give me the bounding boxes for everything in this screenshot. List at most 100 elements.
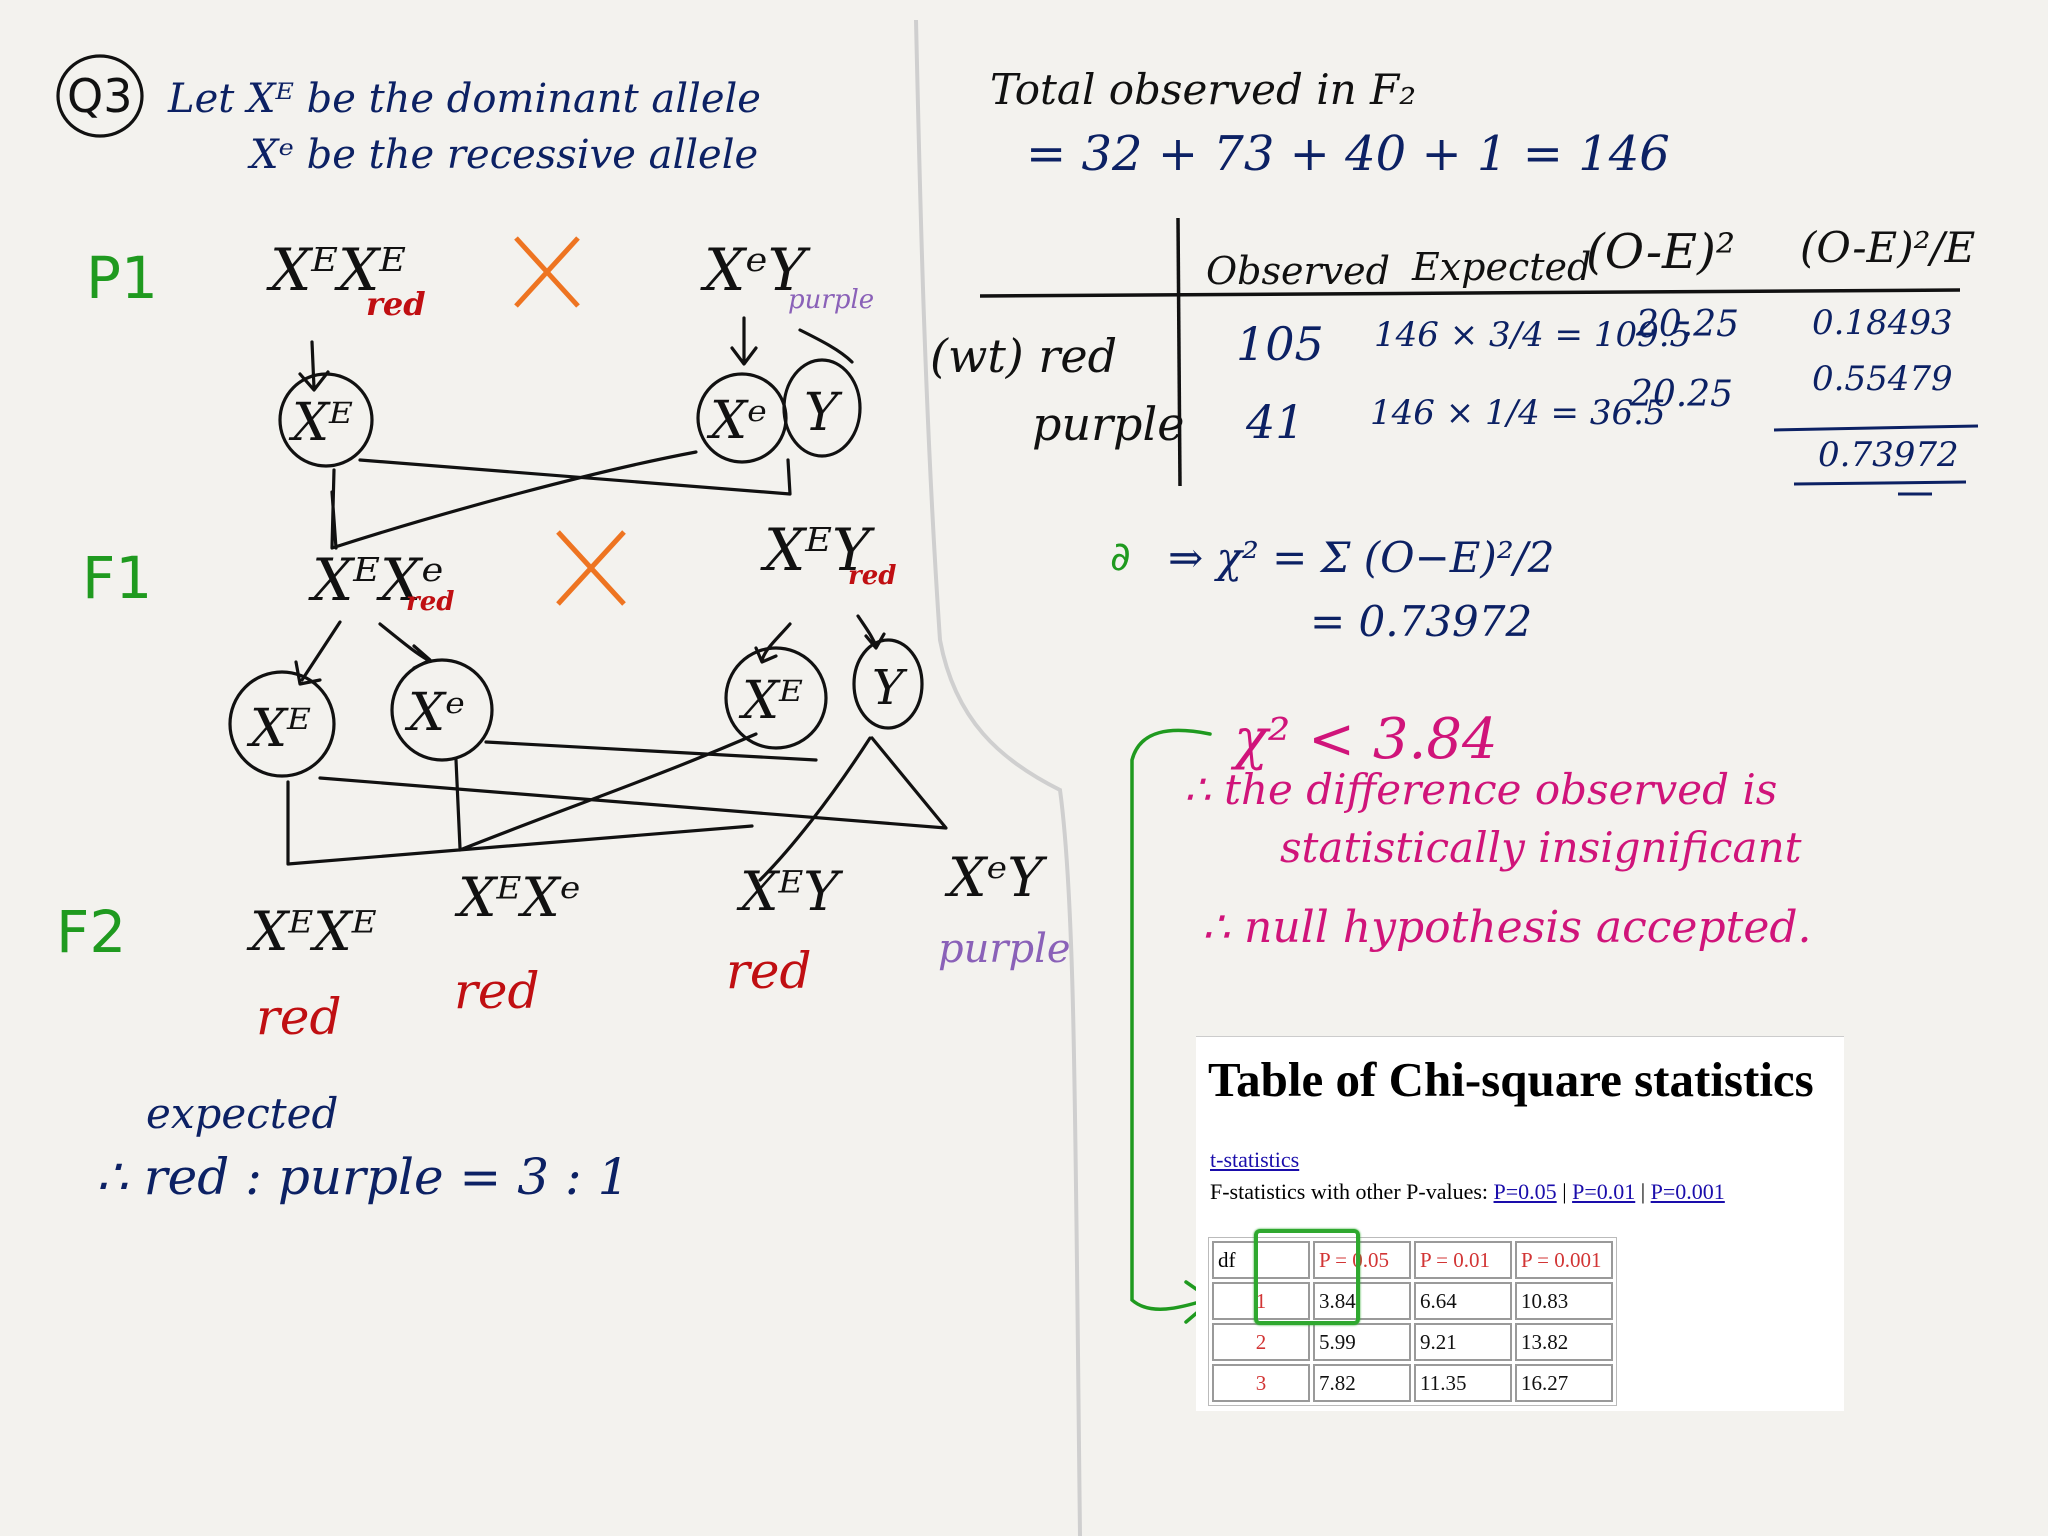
table-rule-horizontal xyxy=(979,288,1961,298)
gamete-circle-f1-xE xyxy=(228,670,336,778)
gamete-p1-xE: Xᴱ xyxy=(288,393,353,453)
separator-2: | xyxy=(1640,1179,1646,1204)
f2-genotype-2: XᴱXᵉ xyxy=(454,866,581,929)
f-statistics-line: F-statistics with other P-values: P=0.05… xyxy=(1210,1179,1725,1205)
gamete-circle-f1-y xyxy=(852,638,924,730)
row-ratio-sum: 0.73972 xyxy=(1818,435,1959,475)
table-header-row: df P = 0.05 P = 0.01 P = 0.001 xyxy=(1212,1241,1613,1279)
table-cell: 5.99 xyxy=(1313,1323,1411,1361)
link-p-0001[interactable]: P=0.001 xyxy=(1650,1179,1725,1204)
col-p-001: P = 0.01 xyxy=(1414,1241,1512,1279)
gamete-circle-f1-xE2 xyxy=(724,646,828,750)
header-ratio: (O-E)²/E xyxy=(1800,223,1975,272)
expected-label: expected xyxy=(146,1089,338,1138)
p1-male: XᵉY xyxy=(700,236,811,304)
row-observed-red: 105 xyxy=(1236,317,1324,371)
row-label-red: (wt) red xyxy=(930,329,1117,383)
highlight-box-3-84 xyxy=(1254,1229,1360,1325)
q3-label: Q3 xyxy=(67,69,132,123)
gen-p1: P1 xyxy=(86,244,158,312)
table-cell: 10.83 xyxy=(1515,1282,1613,1320)
table-row: 1 3.84 6.64 10.83 xyxy=(1212,1282,1613,1320)
conclusion-2: statistically insignificant xyxy=(1280,823,1802,872)
table-cell: 3.84 xyxy=(1313,1282,1411,1320)
f1-female: XᴱXᵉ xyxy=(308,546,444,614)
p1-female-color: red xyxy=(366,285,426,323)
f1-male-color: red xyxy=(848,561,896,591)
row-df: 2 xyxy=(1212,1323,1310,1361)
sum-rule-top xyxy=(1773,424,1979,432)
gamete-f1-xE: Xᴱ xyxy=(246,699,311,759)
chi-square-table-panel: Table of Chi-square statistics t-statist… xyxy=(1196,1036,1844,1411)
gamete-circle-p1-xE xyxy=(278,372,374,468)
expected-ratio: ∴ red : purple = 3 : 1 xyxy=(96,1148,629,1206)
sum-rule-bottom-1 xyxy=(1793,480,1967,486)
let-line-1: Let Xᴱ be the dominant allele xyxy=(167,76,761,122)
f2-color-3: red xyxy=(726,942,812,1000)
row-diffsq-purple: 20.25 xyxy=(1629,374,1733,415)
q3-circle xyxy=(56,54,144,138)
arrow-p1-male xyxy=(730,316,758,366)
table-rule-vertical xyxy=(1176,217,1182,487)
therefore-mark: ∂ xyxy=(1110,534,1131,580)
f2-genotype-3: XᴱY xyxy=(736,860,843,923)
page-divider xyxy=(914,19,1082,1536)
gamete-f1-xe: Xᵉ xyxy=(404,683,465,743)
table-cell: 13.82 xyxy=(1515,1323,1613,1361)
table-cell: 7.82 xyxy=(1313,1364,1411,1402)
total-line-2: = 32 + 73 + 40 + 1 = 146 xyxy=(1026,126,1670,182)
f2-color-2: red xyxy=(454,962,540,1020)
f1-cross xyxy=(556,530,626,606)
table-cell: 16.27 xyxy=(1515,1364,1613,1402)
f1-female-color: red xyxy=(406,587,454,617)
cross-lines-f1 xyxy=(286,732,948,882)
separator-1: | xyxy=(1562,1179,1567,1204)
gamete-f1-y: Y xyxy=(872,660,908,716)
row-ratio-red: 0.18493 xyxy=(1812,303,1953,343)
row-diffsq-red: 20.25 xyxy=(1635,304,1739,345)
total-line-1: Total observed in F₂ xyxy=(990,65,1416,114)
chi-line-1: ⇒ χ² = Σ (O−E)²/2 xyxy=(1168,533,1555,582)
table-row: 3 7.82 11.35 16.27 xyxy=(1212,1364,1613,1402)
conclusion-3: ∴ null hypothesis accepted. xyxy=(1202,902,1812,953)
row-expected-red: 146 × 3/4 = 109.5 xyxy=(1374,315,1691,355)
table-row: 2 5.99 9.21 13.82 xyxy=(1212,1323,1613,1361)
chi-line-2: = 0.73972 xyxy=(1310,597,1532,646)
chi-compare: χ² < 3.84 xyxy=(1230,707,1498,772)
f2-color-1: red xyxy=(256,988,342,1046)
row-observed-purple: 41 xyxy=(1245,395,1305,449)
table-cell: 11.35 xyxy=(1414,1364,1512,1402)
col-p-005: P = 0.05 xyxy=(1313,1241,1411,1279)
let-line-2: Xᵉ be the recessive allele xyxy=(247,132,758,178)
chi-values-table: df P = 0.05 P = 0.01 P = 0.001 1 3.84 6.… xyxy=(1208,1237,1617,1406)
gamete-circle-f1-xe xyxy=(390,658,494,762)
row-label-purple: purple xyxy=(1032,397,1184,451)
table-cell: 9.21 xyxy=(1414,1323,1512,1361)
arrow-p1-female xyxy=(298,340,330,392)
f2-genotype-1: XᴱXᴱ xyxy=(246,900,377,963)
link-p-005[interactable]: P=0.05 xyxy=(1493,1179,1557,1204)
row-df: 3 xyxy=(1212,1364,1310,1402)
arrow-p1-male-2 xyxy=(798,328,854,364)
link-p-001[interactable]: P=0.01 xyxy=(1572,1179,1636,1204)
gamete-circle-p1-y xyxy=(782,358,862,458)
p1-female: XᴱXᴱ xyxy=(266,236,406,304)
row-expected-purple: 146 × 1/4 = 36.5 xyxy=(1370,393,1666,433)
gamete-p1-y: Y xyxy=(804,383,843,443)
row-df: 1 xyxy=(1212,1282,1310,1320)
f2-color-4: purple xyxy=(938,926,1071,972)
col-df: df xyxy=(1212,1241,1310,1279)
p1-male-color: purple xyxy=(788,285,874,315)
row-ratio-purple: 0.55479 xyxy=(1812,359,1953,399)
conclusion-1: ∴ the difference observed is xyxy=(1184,765,1777,814)
header-diff-sq: (O-E)² xyxy=(1586,224,1735,280)
table-cell: 6.64 xyxy=(1414,1282,1512,1320)
gamete-f1-xE2: Xᴱ xyxy=(738,671,803,731)
header-observed: Observed xyxy=(1206,249,1390,293)
f-statistics-prefix: F-statistics with other P-values: xyxy=(1210,1179,1489,1204)
t-statistics-link[interactable]: t-statistics xyxy=(1210,1147,1300,1172)
header-expected: Expected xyxy=(1411,245,1591,289)
col-p-0001: P = 0.001 xyxy=(1515,1241,1613,1279)
